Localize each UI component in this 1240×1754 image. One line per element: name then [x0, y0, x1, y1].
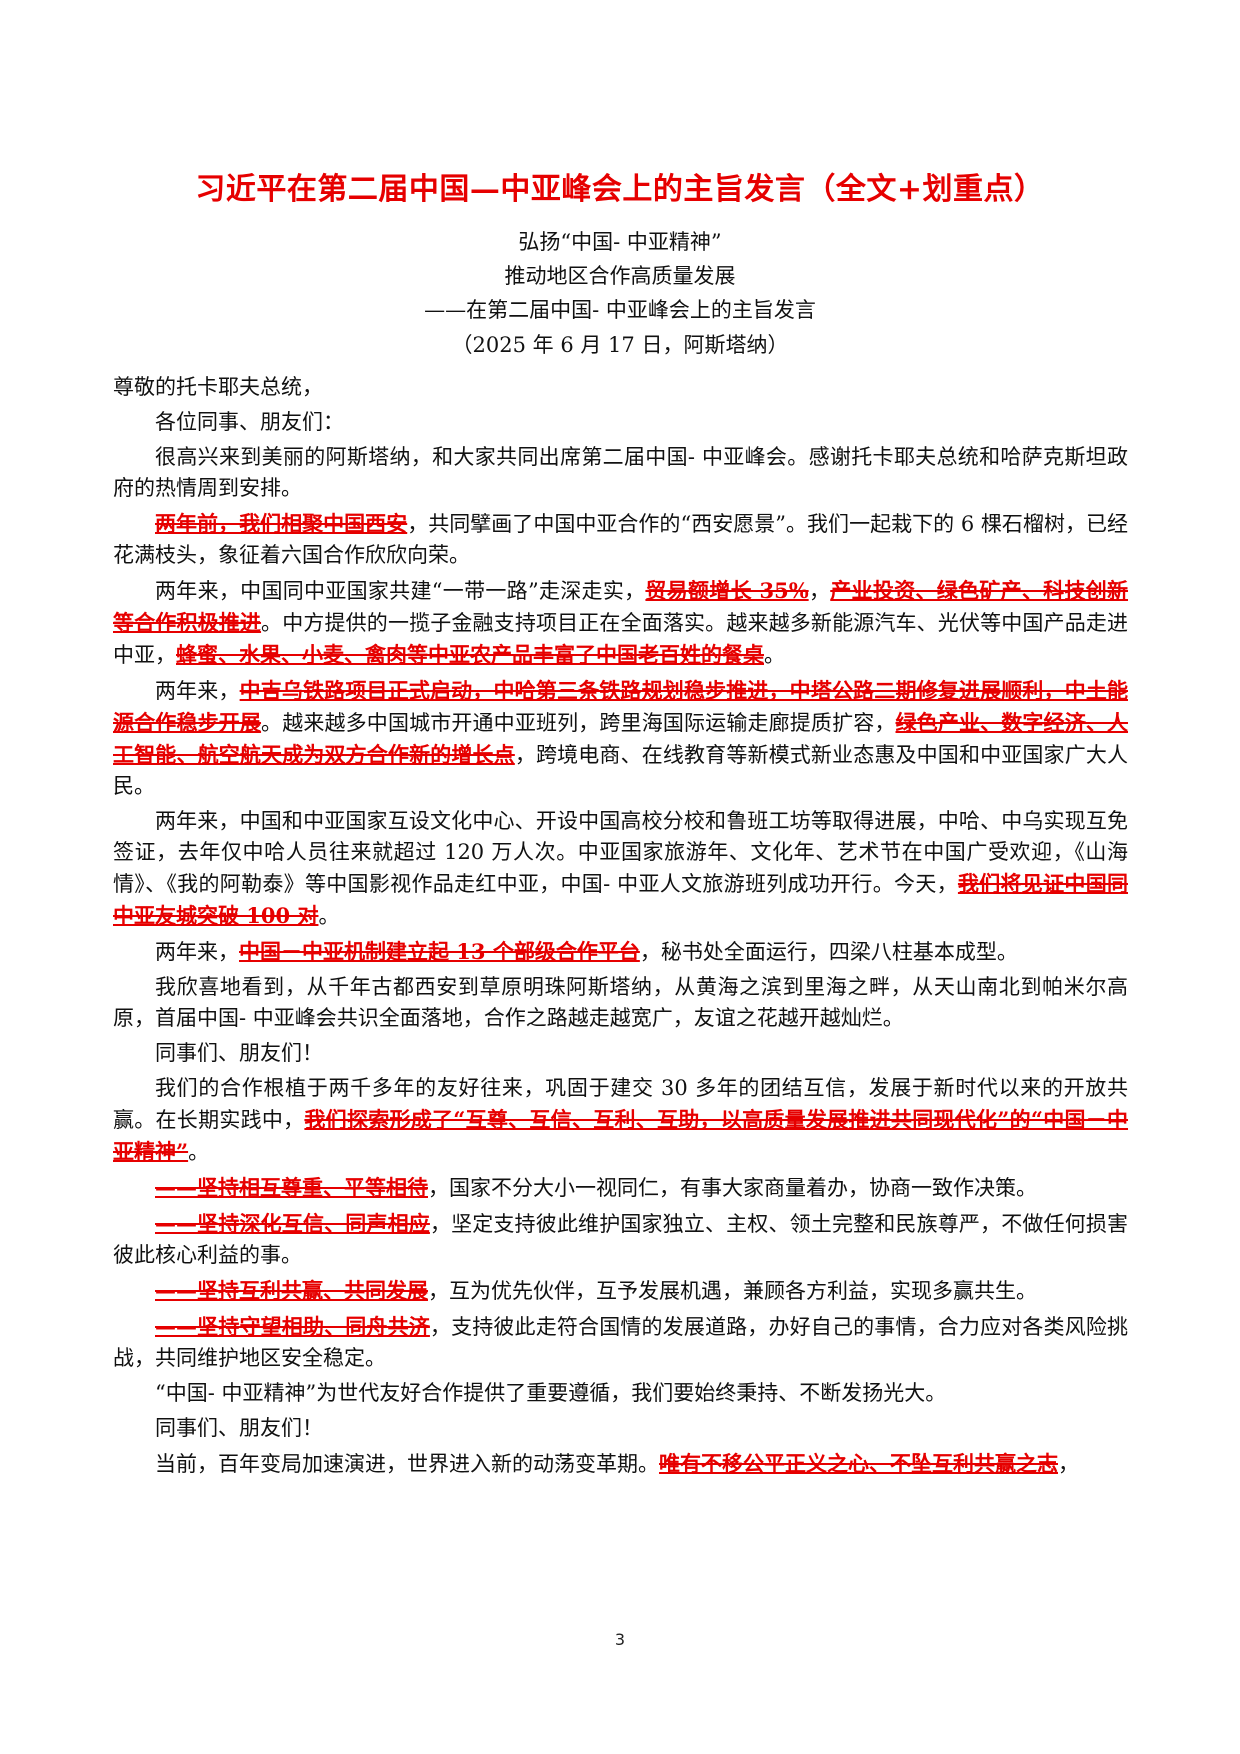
- paragraph-text: 。: [188, 1140, 210, 1164]
- paragraph-text: ，共同擘画了中国中亚合作的“西安愿景”。我们一起栽下的 6 棵石榴树，已经花满枝…: [113, 512, 1129, 567]
- paragraph-text: 各位同事、朋友们：: [155, 410, 344, 434]
- subtitle-line-2: 推动地区合作高质量发展: [504, 264, 736, 288]
- paragraph-text: 两年来，中国同中亚国家共建“一带一路”走深走实，: [155, 579, 646, 603]
- speech-paragraph: ——坚持相互尊重、平等相待，国家不分大小一视同仁，有事大家商量着办，协商一致作决…: [113, 1172, 1128, 1204]
- speech-paragraph: ——坚持互利共赢、共同发展，互为优先伙伴，互予发展机遇，兼顾各方利益，实现多赢共…: [113, 1275, 1128, 1307]
- highlighted-key-point: 两年前，我们相聚中国西安: [155, 511, 408, 536]
- paragraph-text: ，跨境电商、在线教育等新模式新业态惠及中国和中亚国家广大人民。: [113, 743, 1128, 798]
- paragraph-text: 。: [764, 643, 785, 667]
- speech-paragraph: 两年来，中吉乌铁路项目正式启动，中哈第三条铁路规划稳步推进，中塔公路二期修复进展…: [113, 675, 1128, 802]
- highlighted-key-point: 我们将见证中国同中亚友城突破 100 对: [113, 871, 1128, 928]
- highlighted-key-point: 中国－中亚机制建立起 13 个部级合作平台: [239, 939, 640, 964]
- highlighted-key-point: 贸易额增长 35%: [645, 578, 809, 603]
- highlighted-key-point: ——坚持相互尊重、平等相待: [155, 1175, 428, 1200]
- highlighted-key-point: 绿色产业、数字经济、人工智能、航空航天成为双方合作新的增长点: [113, 710, 1129, 767]
- paragraph-text: ，坚定支持彼此维护国家独立、主权、领土完整和民族尊严，不做任何损害彼此核心利益的…: [113, 1212, 1129, 1267]
- speech-paragraph: 各位同事、朋友们：: [113, 407, 1128, 438]
- paragraph-text: 两年来，中国和中亚国家互设文化中心、开设中国高校分校和鲁班工坊等取得进展，中哈、…: [113, 809, 1128, 896]
- speech-paragraph: “中国- 中亚精神”为世代友好合作提供了重要遵循，我们要始终秉持、不断发扬光大。: [113, 1378, 1128, 1409]
- highlighted-key-point: 唯有不移公平正义之心、不坠互利共赢之志: [659, 1451, 1058, 1476]
- subtitle-line-3: ——在第二届中国- 中亚峰会上的主旨发言: [424, 298, 816, 322]
- speech-paragraph: 两年来，中国和中亚国家互设文化中心、开设中国高校分校和鲁班工坊等取得进展，中哈、…: [113, 806, 1128, 932]
- paragraph-text: 我欣喜地看到，从千年古都西安到草原明珠阿斯塔纳，从黄海之滨到里海之畔，从天山南北…: [113, 975, 1128, 1030]
- speech-paragraph: 我们的合作根植于两千多年的友好往来，巩固于建交 30 多年的团结互信，发展于新时…: [113, 1073, 1128, 1168]
- paragraph-text: 两年来，: [155, 940, 239, 964]
- speech-paragraph: 两年来，中国－中亚机制建立起 13 个部级合作平台，秘书处全面运行，四梁八柱基本…: [113, 936, 1128, 968]
- paragraph-text: 。: [318, 904, 340, 928]
- paragraph-text: 尊敬的托卡耶夫总统，: [113, 375, 323, 399]
- paragraph-text: ，支持彼此走符合国情的发展道路，办好自己的事情，合力应对各类风险挑战，共同维护地…: [113, 1315, 1129, 1370]
- speech-paragraph: 同事们、朋友们！: [113, 1413, 1128, 1444]
- paragraph-text: 。越来越多中国城市开通中亚班列，跨里海国际运输走廊提质扩容，: [261, 711, 896, 735]
- paragraph-text: ，国家不分大小一视同仁，有事大家商量着办，协商一致作决策。: [428, 1176, 1037, 1200]
- paragraph-text: 我们的合作根植于两千多年的友好往来，巩固于建交 30 多年的团结互信，发展于新时…: [113, 1076, 1128, 1132]
- paragraph-text: “中国- 中亚精神”为世代友好合作提供了重要遵循，我们要始终秉持、不断发扬光大。: [155, 1381, 947, 1405]
- speech-paragraph: 很高兴来到美丽的阿斯塔纳，和大家共同出席第二届中国- 中亚峰会。感谢托卡耶夫总统…: [113, 442, 1128, 504]
- speech-paragraph: ——坚持守望相助、同舟共济，支持彼此走符合国情的发展道路，办好自己的事情，合力应…: [113, 1311, 1128, 1374]
- paragraph-text: 。中方提供的一揽子金融支持项目正在全面落实。越来越多新能源汽车、光伏等中国产品走…: [113, 611, 1129, 667]
- subtitle-line-1: 弘扬“中国- 中亚精神”: [518, 230, 722, 254]
- page-number: 3: [614, 1630, 626, 1649]
- paragraph-text: ，: [808, 579, 831, 603]
- speech-paragraph: 同事们、朋友们！: [113, 1038, 1128, 1069]
- speech-paragraph: 我欣喜地看到，从千年古都西安到草原明珠阿斯塔纳，从黄海之滨到里海之畔，从天山南北…: [113, 972, 1128, 1034]
- document-title: 习近平在第二届中国—中亚峰会上的主旨发言（全文+划重点）: [195, 172, 1045, 207]
- paragraph-text: 当前，百年变局加速演进，世界进入新的动荡变革期。: [155, 1452, 659, 1476]
- highlighted-key-point: ——坚持守望相助、同舟共济: [155, 1314, 430, 1339]
- highlighted-key-point: 我们探索形成了“互尊、互信、互利、互助，以高质量发展推进共同现代化”的“中国－中…: [113, 1107, 1129, 1164]
- paragraph-text: 很高兴来到美丽的阿斯塔纳，和大家共同出席第二届中国- 中亚峰会。感谢托卡耶夫总统…: [113, 445, 1128, 500]
- speech-paragraph: 尊敬的托卡耶夫总统，: [113, 372, 1128, 403]
- speech-paragraph: 两年来，中国同中亚国家共建“一带一路”走深走实，贸易额增长 35%，产业投资、绿…: [113, 575, 1128, 671]
- highlighted-key-point: 蜂蜜、水果、小麦、禽肉等中亚农产品丰富了中国老百姓的餐桌: [176, 642, 764, 667]
- speech-paragraph: 两年前，我们相聚中国西安，共同擘画了中国中亚合作的“西安愿景”。我们一起栽下的 …: [113, 508, 1128, 571]
- paragraph-text: ，: [1058, 1452, 1079, 1476]
- highlighted-key-point: 产业投资、绿色矿产、科技创新等合作积极推进: [113, 578, 1129, 635]
- highlighted-key-point: ——坚持深化互信、同声相应: [155, 1211, 430, 1236]
- paragraph-text: 同事们、朋友们！: [155, 1041, 323, 1065]
- paragraph-text: 两年来，: [155, 679, 240, 703]
- paragraph-text: 同事们、朋友们！: [155, 1416, 323, 1440]
- speech-paragraph: 当前，百年变局加速演进，世界进入新的动荡变革期。唯有不移公平正义之心、不坠互利共…: [113, 1448, 1128, 1480]
- paragraph-text: ，互为优先伙伴，互予发展机遇，兼顾各方利益，实现多赢共生。: [428, 1279, 1037, 1303]
- dateline: （2025 年 6 月 17 日，阿斯塔纳）: [451, 333, 789, 357]
- highlighted-key-point: ——坚持互利共赢、共同发展: [155, 1278, 428, 1303]
- highlighted-key-point: 中吉乌铁路项目正式启动，中哈第三条铁路规划稳步推进，中塔公路二期修复进展顺利，中…: [113, 678, 1128, 735]
- speech-body: 尊敬的托卡耶夫总统， 各位同事、朋友们： 很高兴来到美丽的阿斯塔纳，和大家共同出席第…: [113, 372, 1128, 1484]
- speech-paragraph: ——坚持深化互信、同声相应，坚定支持彼此维护国家独立、主权、领土完整和民族尊严，…: [113, 1208, 1128, 1271]
- paragraph-text: ，秘书处全面运行，四梁八柱基本成型。: [639, 940, 1018, 964]
